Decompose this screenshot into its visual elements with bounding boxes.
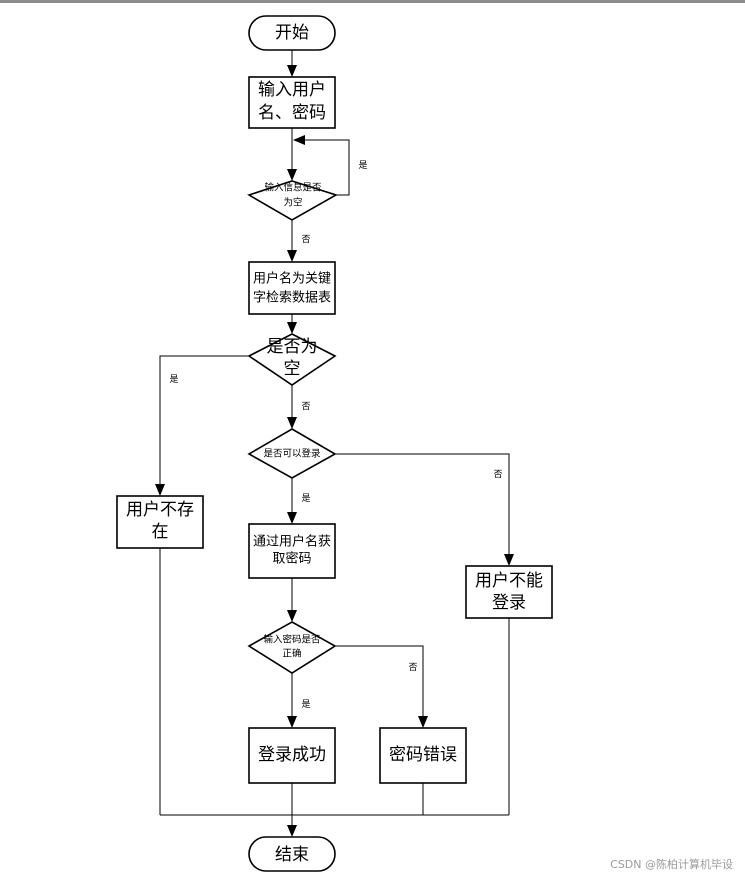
check-empty-label-line2: 为空 xyxy=(283,197,302,209)
user-not-exist-label-line1: 用户不存 xyxy=(126,500,194,520)
edge-label-userempty-yes: 是 xyxy=(169,374,178,385)
cannot-login-label-line1: 用户不能 xyxy=(475,571,543,591)
password-correct-decision: 输入密码是否 正确 xyxy=(247,621,337,674)
edge-label-canlogin-yes: 是 xyxy=(301,493,310,504)
can-login-label: 是否可以登录 xyxy=(263,449,321,460)
arrowheads xyxy=(155,65,514,837)
arrow-to-pwcorrect xyxy=(287,610,297,622)
user-not-exist-label-line2: 在 xyxy=(152,522,169,542)
password-error-label: 密码错误 xyxy=(389,745,457,765)
password-correct-label-line2: 正确 xyxy=(282,648,301,660)
end-node: 结束 xyxy=(248,836,336,872)
top-border xyxy=(0,0,745,3)
edge-loop-yes xyxy=(303,139,350,196)
arrow-loop-yes xyxy=(293,135,305,145)
arrow-to-canlogin xyxy=(287,417,297,429)
edge-canlogin-no xyxy=(335,453,510,557)
cannot-login-label-line2: 登录 xyxy=(492,593,526,613)
get-password-label-line2: 取密码 xyxy=(272,551,311,567)
arrow-to-input xyxy=(287,65,297,77)
edge-pw-no xyxy=(335,645,424,719)
user-not-exist-node: 用户不存 在 xyxy=(116,495,204,549)
start-label: 开始 xyxy=(275,23,309,43)
arrow-to-search xyxy=(287,250,297,262)
arrow-to-userempty xyxy=(287,322,297,334)
check-empty-label-line1: 输入信息是否 xyxy=(264,182,322,194)
can-login-decision: 是否可以登录 xyxy=(247,428,337,479)
login-success-node: 登录成功 xyxy=(248,727,336,784)
check-empty-decision: 输入信息是否 为空 xyxy=(247,180,338,221)
edge-label-password-yes: 是 xyxy=(301,699,310,710)
user-empty-decision: 是否为 空 xyxy=(247,333,337,386)
cannot-login-node: 用户不能 登录 xyxy=(465,565,553,619)
user-empty-label-line2: 空 xyxy=(284,359,301,379)
edge-userempty-yes xyxy=(159,355,249,487)
edge-label-loop-yes: 是 xyxy=(358,160,367,171)
connectors xyxy=(159,50,510,827)
input-label-line2: 名、密码 xyxy=(258,103,326,123)
arrow-to-success xyxy=(287,716,297,728)
edge-label-canlogin-no: 否 xyxy=(493,469,502,480)
edge-labels: 是 否 是 否 是 否 是 否 xyxy=(169,160,502,710)
edge-label-userempty-no: 否 xyxy=(301,401,310,412)
get-password-label-line1: 通过用户名获 xyxy=(253,534,331,550)
start-node: 开始 xyxy=(248,15,336,51)
get-password-node: 通过用户名获 取密码 xyxy=(248,523,336,579)
edge-label-password-no: 否 xyxy=(408,662,417,673)
password-error-node: 密码错误 xyxy=(379,727,467,784)
arrow-to-end xyxy=(287,825,297,837)
edge-label-empty-no: 否 xyxy=(301,234,310,245)
arrow-to-notexist xyxy=(155,484,165,496)
password-correct-label-line1: 输入密码是否 xyxy=(263,634,321,646)
input-process-node: 输入用户 名、密码 xyxy=(248,76,336,129)
search-label-line2: 字检索数据表 xyxy=(253,291,331,306)
watermark-text: CSDN @陈柏计算机毕设 xyxy=(610,858,733,871)
user-empty-label-line1: 是否为 xyxy=(267,337,318,357)
arrow-to-cannotlogin xyxy=(504,554,514,566)
search-process-node: 用户名为关键 字检索数据表 xyxy=(248,261,336,315)
arrow-to-check xyxy=(287,169,297,181)
arrow-to-error xyxy=(418,716,428,728)
end-label: 结束 xyxy=(275,845,309,865)
arrow-to-getpw xyxy=(287,512,297,524)
input-label-line1: 输入用户 xyxy=(258,80,326,100)
search-label-line1: 用户名为关键 xyxy=(253,271,331,287)
login-success-label: 登录成功 xyxy=(258,745,326,765)
